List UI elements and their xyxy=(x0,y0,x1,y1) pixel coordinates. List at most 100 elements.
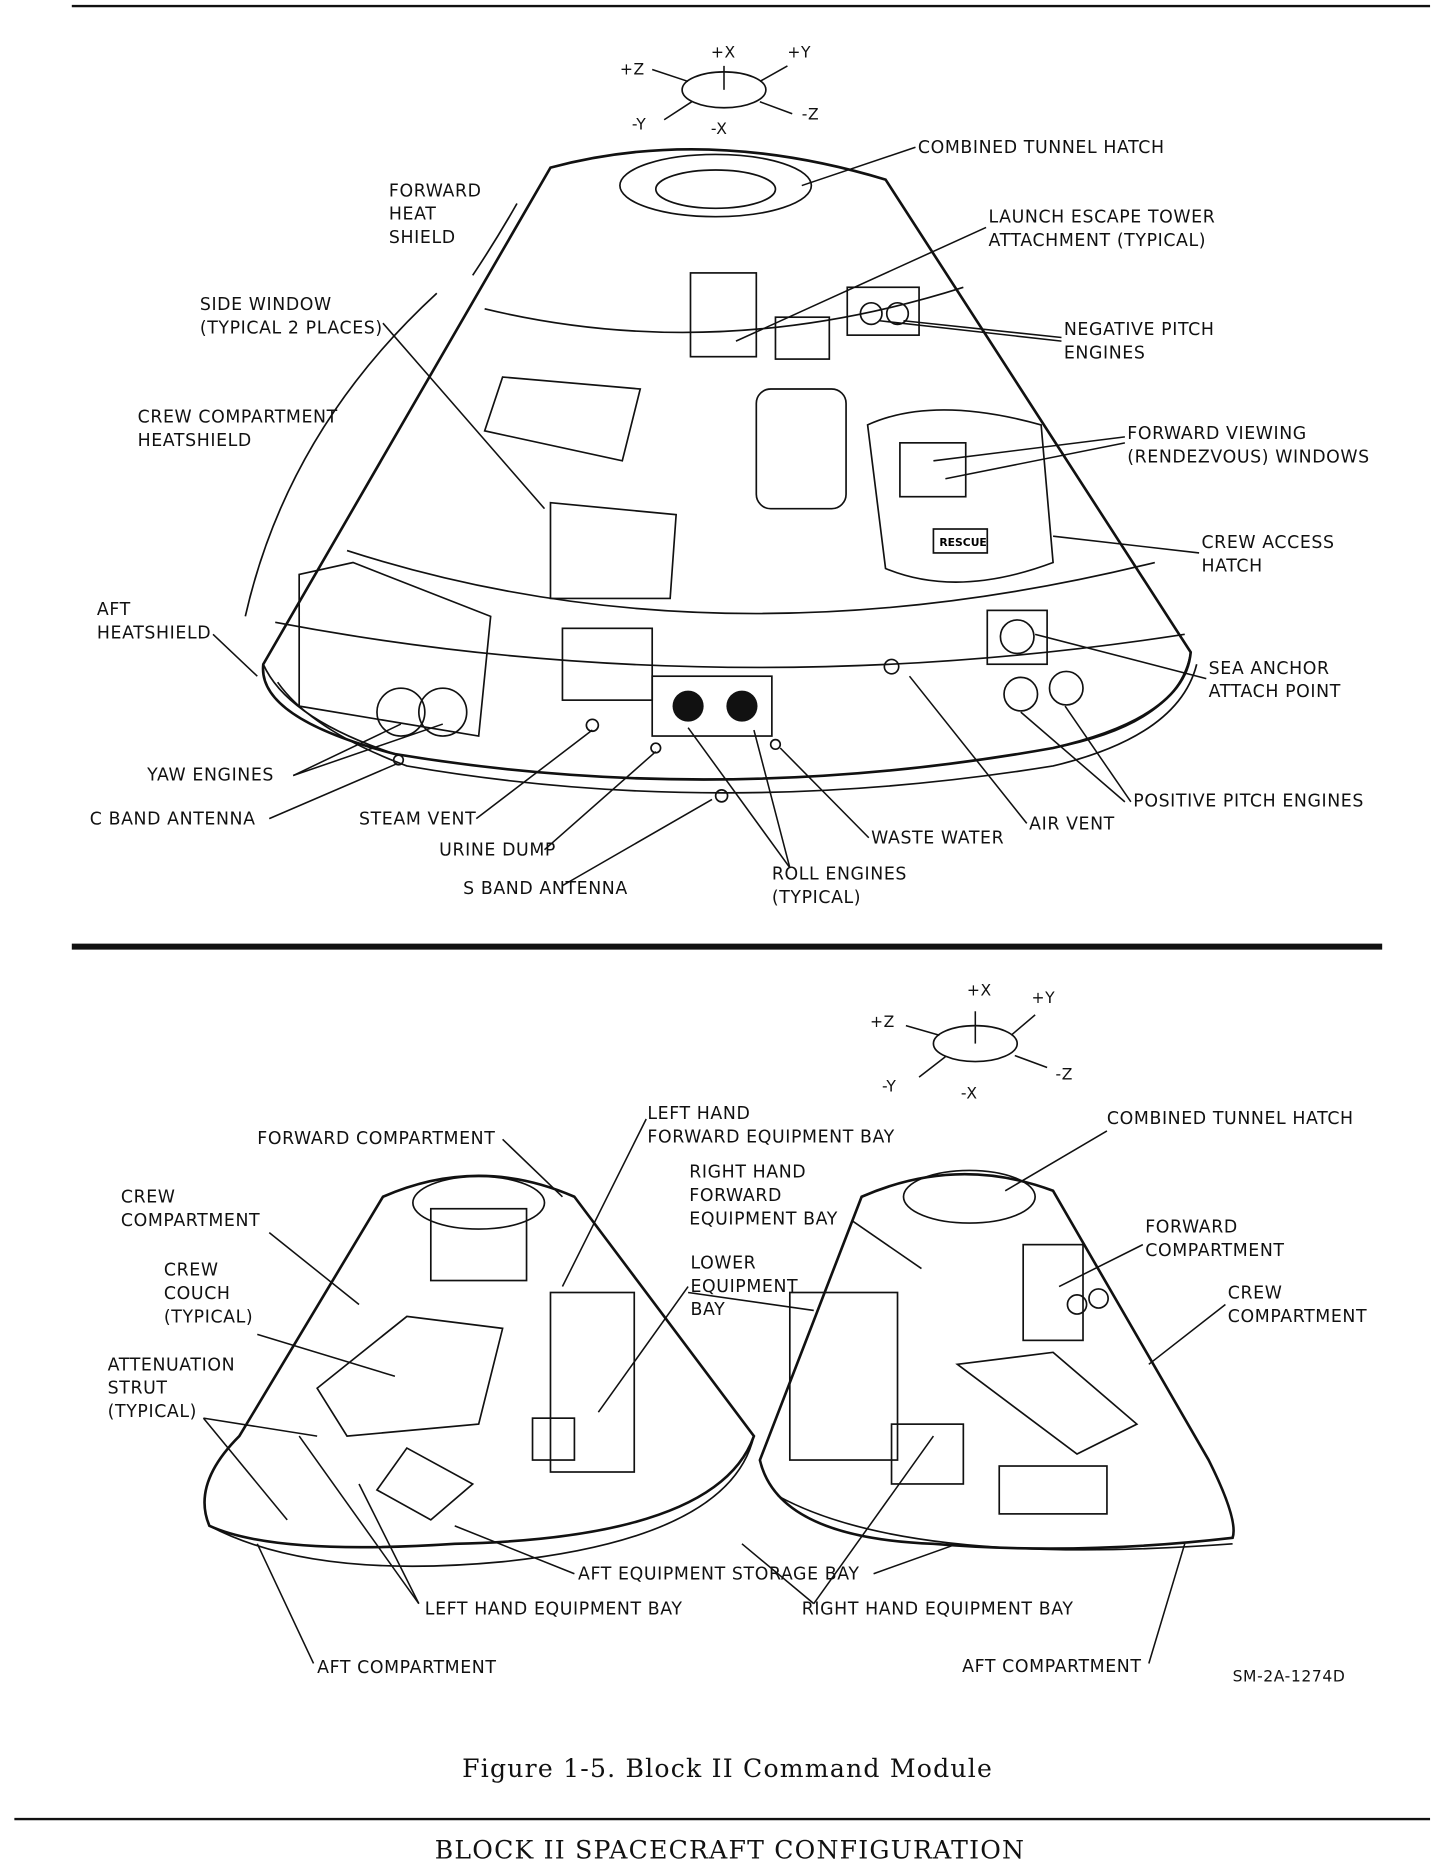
callout-label: C BAND ANTENNA xyxy=(90,810,256,830)
leader-line xyxy=(268,1232,360,1306)
callout-label: FORWARD EQUIPMENT BAY xyxy=(647,1127,894,1147)
callout-label: RIGHT HAND EQUIPMENT BAY xyxy=(802,1599,1074,1619)
leader-line xyxy=(454,1525,575,1575)
leader-line xyxy=(562,798,713,887)
callout-label: AIR VENT xyxy=(1029,814,1115,834)
callout-label: WASTE WATER xyxy=(871,829,1004,849)
leader-line xyxy=(298,1435,420,1605)
callout-label: EQUIPMENT xyxy=(690,1277,798,1297)
callout-label: ROLL ENGINES xyxy=(772,865,907,885)
leader-line xyxy=(879,320,1062,342)
callout-label: S BAND ANTENNA xyxy=(463,879,628,899)
axis-label: +Y xyxy=(787,44,811,62)
leader-line xyxy=(945,442,1126,480)
callout-label: LOWER xyxy=(690,1254,756,1274)
callout-label: CREW xyxy=(1228,1283,1283,1303)
axis-label: -Y xyxy=(632,115,646,133)
callout-label: COMPARTMENT xyxy=(1145,1241,1284,1261)
axis-label: -Z xyxy=(1055,1065,1072,1083)
callout-label: AFT COMPARTMENT xyxy=(962,1657,1141,1677)
callout-label: COUCH xyxy=(164,1284,231,1304)
leader-line xyxy=(753,729,791,868)
leader-line xyxy=(1058,1243,1144,1288)
leader-line xyxy=(687,1291,814,1312)
leader-line xyxy=(1064,705,1132,803)
axis-label: -Y xyxy=(882,1077,896,1095)
leader-line xyxy=(851,1220,922,1270)
leader-line xyxy=(257,1333,396,1378)
leader-line xyxy=(1004,1130,1108,1192)
axis-label: +Z xyxy=(870,1013,895,1031)
axis-label: +X xyxy=(967,982,992,1000)
leader-line xyxy=(202,1417,288,1521)
leader-line xyxy=(256,1543,315,1664)
leader-line xyxy=(908,675,1028,824)
leader-line xyxy=(382,322,546,510)
leader-line xyxy=(268,762,398,820)
axis-indicator-bottom xyxy=(905,1011,1048,1078)
axis-label: +X xyxy=(711,44,736,62)
axis-label: -Z xyxy=(802,106,819,124)
callout-label: POSITIVE PITCH ENGINES xyxy=(1133,792,1364,812)
callout-label: YAW ENGINES xyxy=(146,765,274,785)
leader-line xyxy=(203,1417,318,1437)
callout-label: AFT xyxy=(97,600,131,620)
callout-label: COMBINED TUNNEL HATCH xyxy=(918,138,1165,158)
callout-label: FORWARD COMPARTMENT xyxy=(257,1129,495,1149)
leader-line xyxy=(903,320,1062,339)
callout-label: CREW ACCESS xyxy=(1201,533,1334,553)
page-footer: BLOCK II SPACECRAFT CONFIGURATION xyxy=(435,1836,1025,1861)
callout-label: FORWARD xyxy=(1145,1218,1238,1238)
callout-label: SIDE WINDOW xyxy=(200,295,332,315)
callout-label: AFT EQUIPMENT STORAGE BAY xyxy=(578,1565,860,1585)
axis-label: -X xyxy=(711,120,728,138)
figure-caption: Figure 1-5. Block II Command Module xyxy=(462,1754,993,1783)
callout-label: RIGHT HAND xyxy=(689,1163,806,1183)
callout-label: SEA ANCHOR xyxy=(1209,659,1330,679)
leader-line xyxy=(561,1118,647,1287)
callout-label: CREW xyxy=(164,1261,219,1281)
callout-label: (TYPICAL) xyxy=(772,888,861,908)
callout-label: (RENDEZVOUS) WINDOWS xyxy=(1127,448,1370,468)
callout-label: HEATSHIELD xyxy=(138,431,252,451)
callout-label: AFT COMPARTMENT xyxy=(317,1658,496,1678)
callout-label: FORWARD xyxy=(689,1186,782,1206)
leader-line xyxy=(1034,633,1207,680)
drawing-number: SM-2A-1274D xyxy=(1233,1667,1346,1685)
leader-line xyxy=(801,146,916,187)
leader-line xyxy=(292,723,402,777)
leader-line xyxy=(212,633,258,677)
callout-label: LEFT HAND xyxy=(647,1104,750,1124)
callout-label: STRUT xyxy=(108,1379,168,1399)
leader-line xyxy=(1148,1543,1186,1664)
callout-label: URINE DUMP xyxy=(439,841,556,861)
callout-label: COMPARTMENT xyxy=(1228,1307,1367,1327)
callout-label: (TYPICAL) xyxy=(108,1402,197,1422)
leader-line xyxy=(779,747,870,839)
leader-line xyxy=(873,1543,958,1575)
callout-label: FORWARD xyxy=(389,181,482,201)
callout-label: ATTACHMENT (TYPICAL) xyxy=(988,231,1206,251)
leader-line xyxy=(933,436,1125,462)
callout-label: LAUNCH ESCAPE TOWER xyxy=(988,208,1215,228)
leader-line xyxy=(475,729,593,820)
callout-label: SHIELD xyxy=(389,228,456,248)
leader-line xyxy=(358,1483,420,1604)
leader-line xyxy=(1053,535,1200,554)
callout-label: (TYPICAL 2 PLACES) xyxy=(200,318,383,338)
axis-label: -X xyxy=(961,1085,978,1103)
leader-line xyxy=(543,751,657,851)
axis-label: +Z xyxy=(620,60,645,78)
leader-line xyxy=(687,727,791,869)
leader-line xyxy=(735,226,987,342)
leader-line xyxy=(1020,711,1126,803)
callout-label: ATTENUATION xyxy=(108,1355,235,1375)
callout-label: COMPARTMENT xyxy=(121,1211,260,1231)
callout-label: LEFT HAND EQUIPMENT BAY xyxy=(425,1599,683,1619)
leader-line xyxy=(813,1435,935,1605)
callout-label: STEAM VENT xyxy=(359,810,476,830)
callout-label: CREW xyxy=(121,1188,176,1208)
callout-label: ATTACH POINT xyxy=(1209,682,1341,702)
callout-label: BAY xyxy=(690,1300,725,1320)
